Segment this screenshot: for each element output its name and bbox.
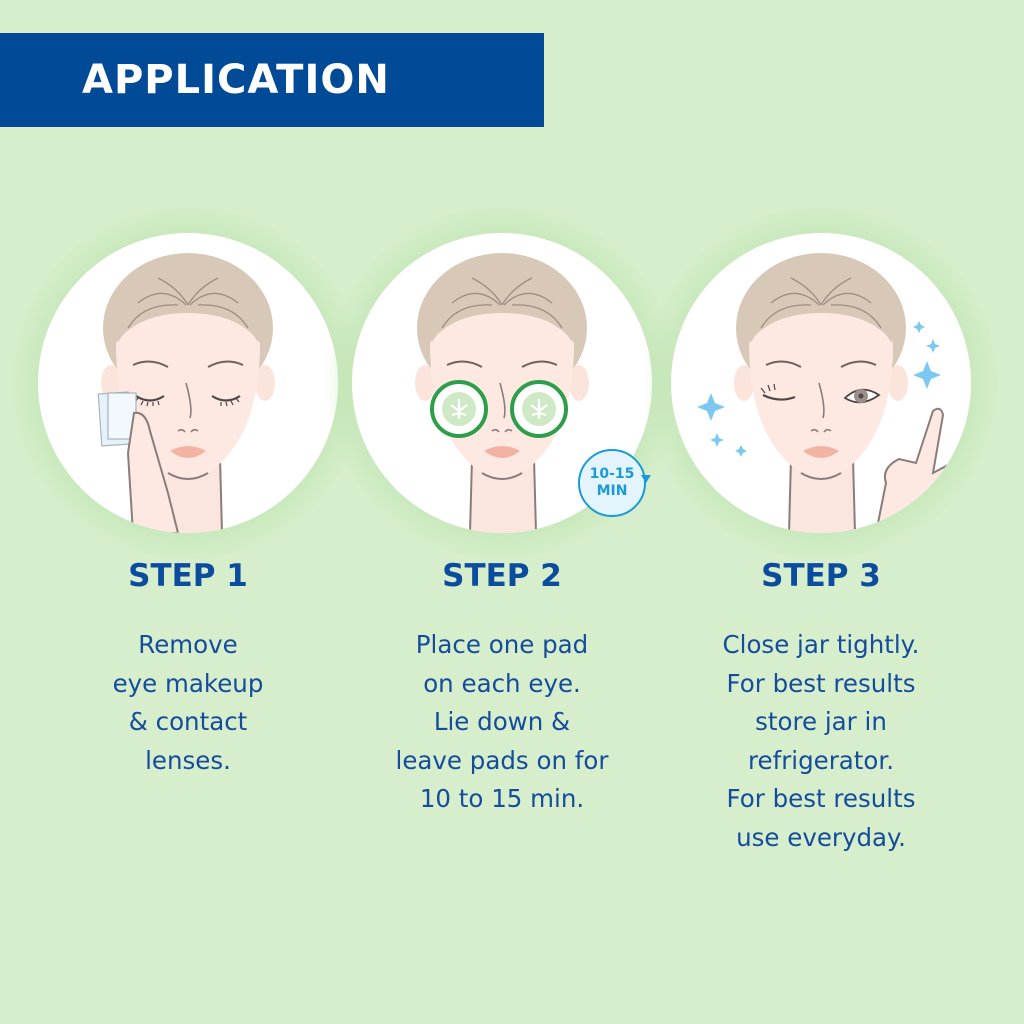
step-1-line: eye makeup [112,668,264,698]
step-3-line: For best results [726,668,916,698]
step-3-instructions: Close jar tightly. For best results stor… [661,626,981,857]
step-1-instructions: Remove eye makeup & contact lenses. [28,626,348,780]
step-1-line: Remove [138,630,238,659]
step-2-instructions: Place one pad on each eye. Lie down & le… [342,626,662,819]
step-2-line: leave pads on for [395,745,609,775]
step-2-title: STEP 2 [442,558,562,594]
step-3-line: For best results [726,784,916,813]
timer-badge: 10-15 MIN [578,449,651,517]
step-3-illustration [671,233,971,533]
step-3-title: STEP 3 [761,558,881,594]
step-3-line: use everyday. [736,822,906,852]
step-3-line: store jar in [755,707,887,736]
page-title: APPLICATION [82,57,390,103]
step-2-line: on each eye. [423,668,581,698]
timer-arrow-icon [641,475,651,483]
step-1-title: STEP 1 [128,558,248,594]
timer-badge-duration: 10-15 [589,466,635,482]
step-2-line: Place one pad [415,630,589,659]
header-banner: APPLICATION [0,33,544,127]
timer-badge-unit: MIN [596,483,628,499]
sparkle-icon [697,321,941,457]
step-3-line: refrigerator. [747,745,895,775]
cucumber-slice-icon [430,380,488,438]
step-1-line: & contact [128,707,248,736]
step-2-line: 10 to 15 min. [419,784,585,813]
step-3-line: Close jar tightly. [722,630,920,659]
step-1-line: lenses. [145,745,231,775]
step-1-illustration [38,233,338,533]
step-2-line: Lie down & [433,707,571,736]
cucumber-slice-icon [510,380,568,438]
